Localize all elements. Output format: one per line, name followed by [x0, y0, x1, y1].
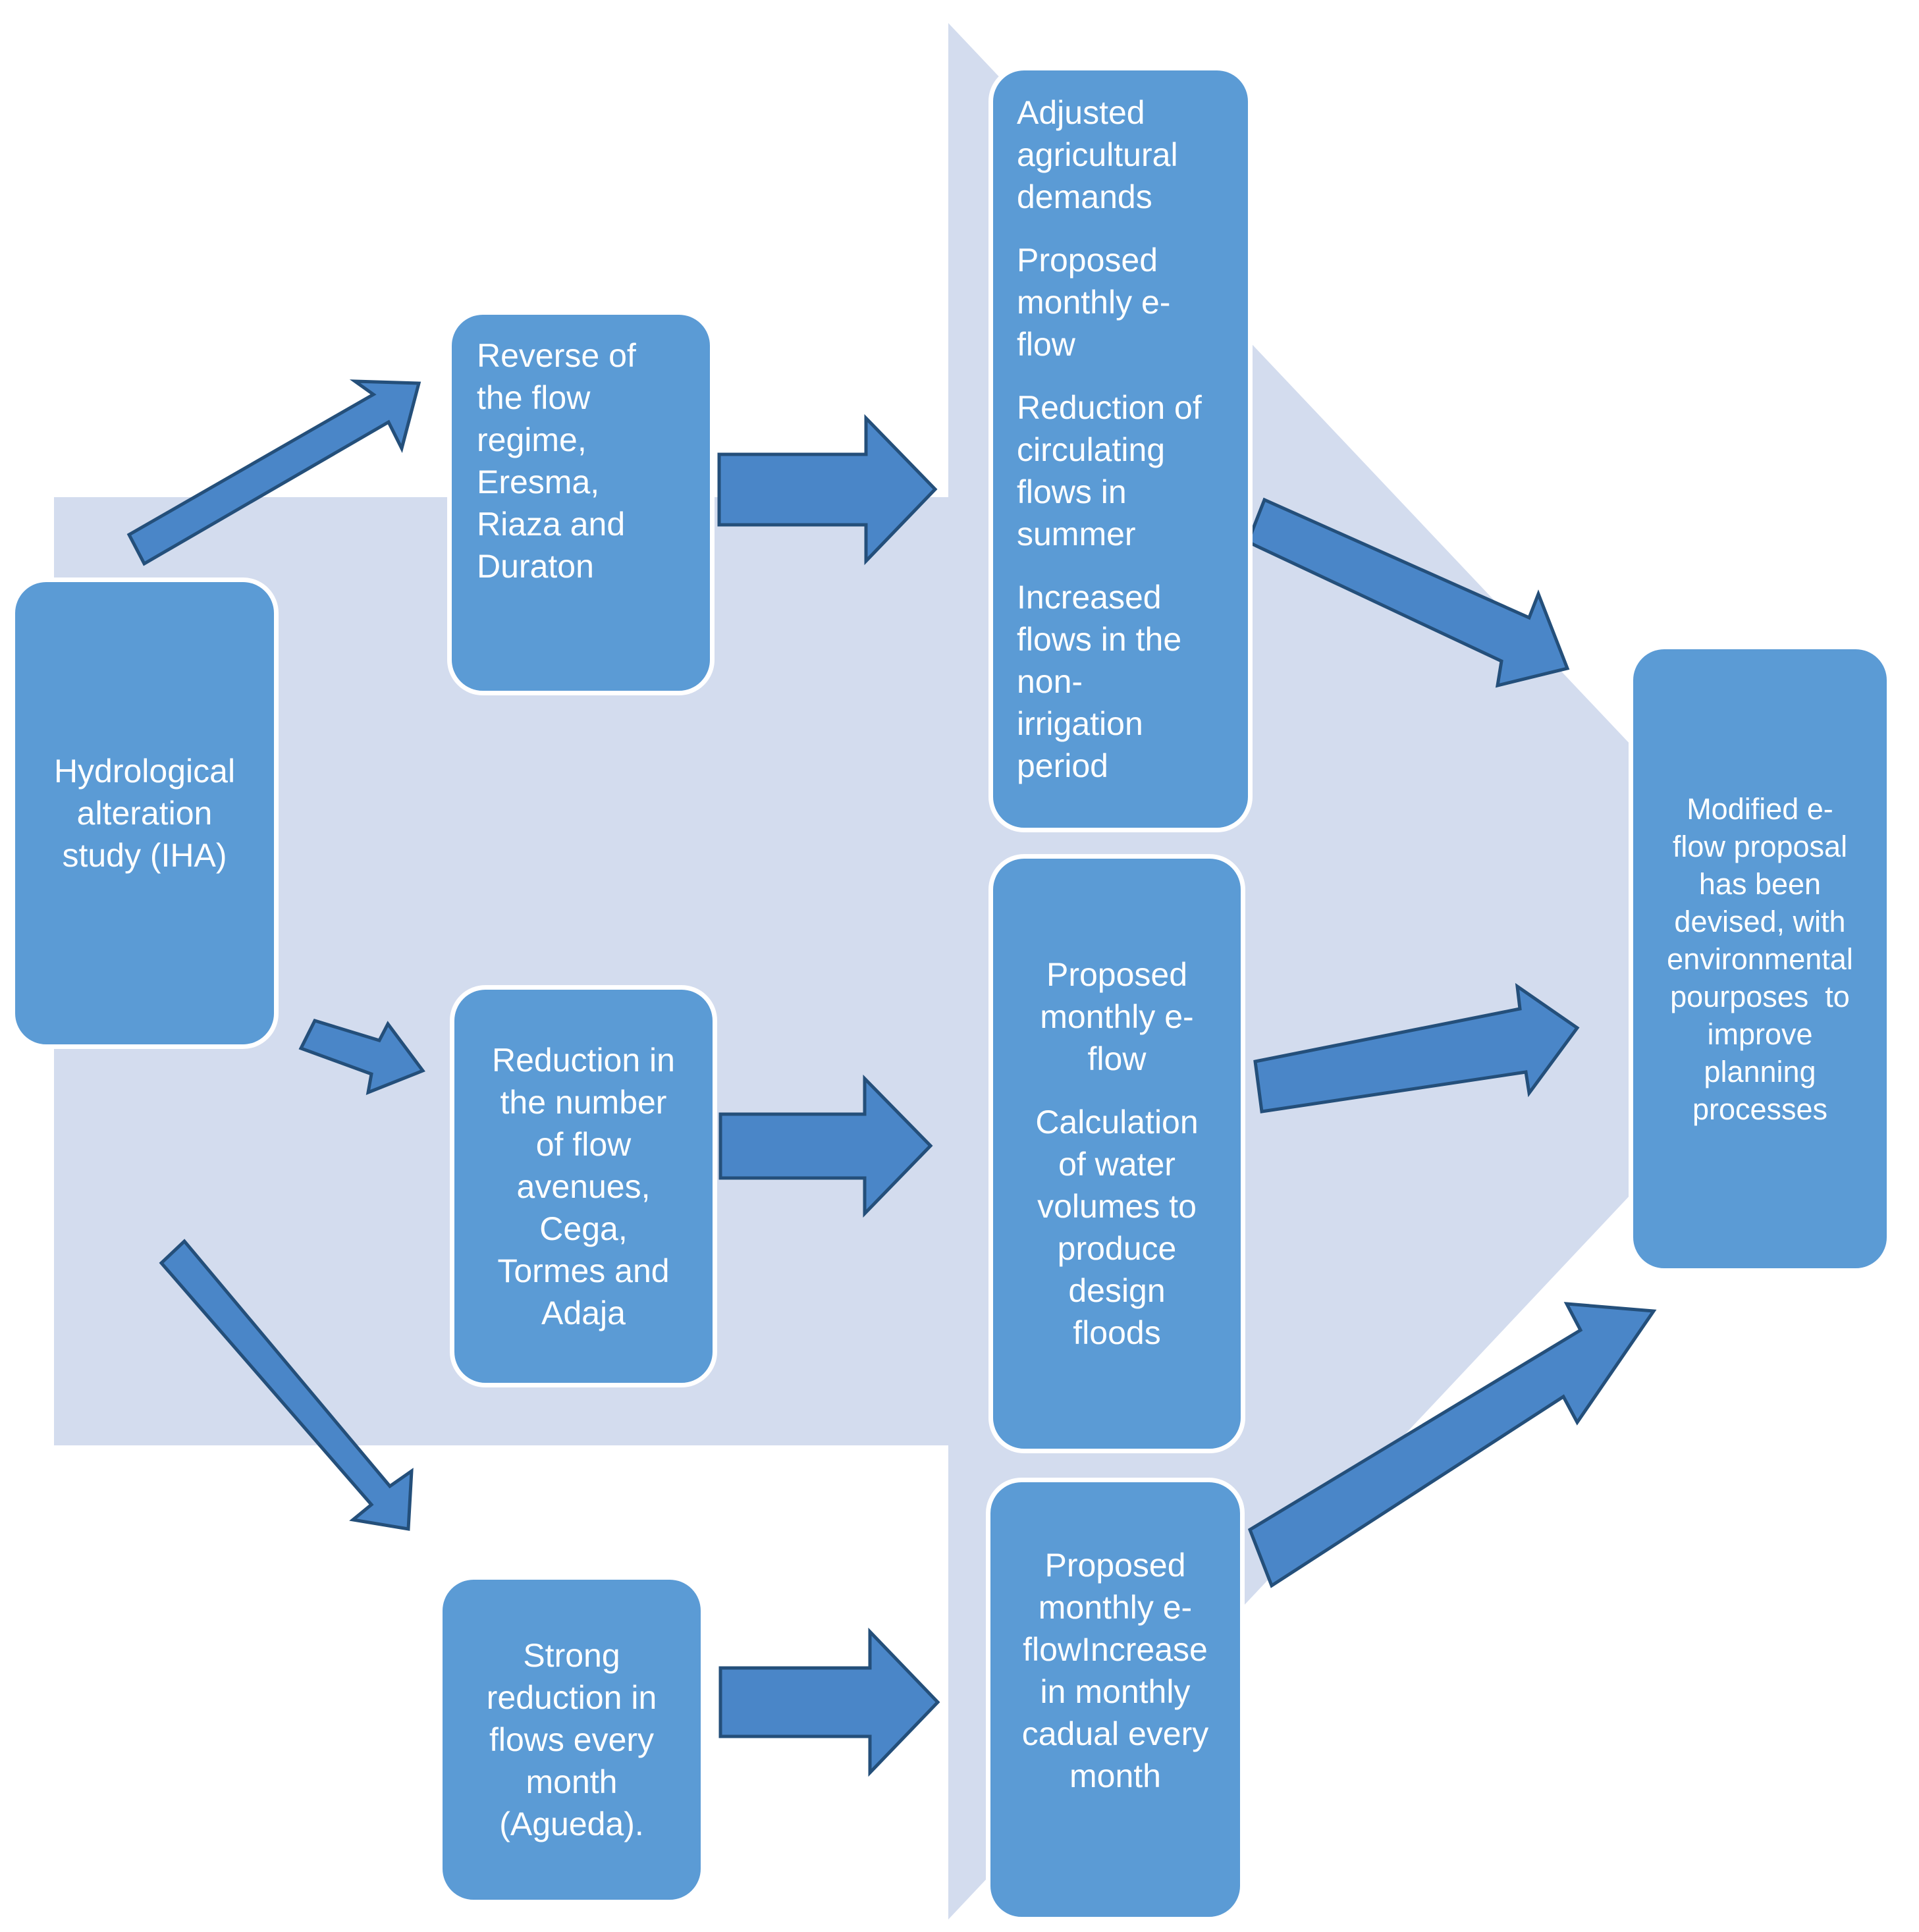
measure-line: Proposed	[1046, 956, 1188, 993]
measure-line: period	[1017, 747, 1108, 784]
modified-eflow-proposal-box: Modified e- flow proposal has been devis…	[1629, 645, 1891, 1273]
measure-line: summer	[1017, 516, 1136, 552]
cause-line: Reduction in	[492, 1041, 675, 1079]
measure-line: cadual every	[1021, 1715, 1209, 1752]
result-line: Modified e-	[1687, 792, 1833, 826]
measure-line: monthly e-	[1038, 1589, 1193, 1626]
arrow-start-to-agueda	[159, 1239, 414, 1531]
cause-line: Eresma,	[477, 464, 600, 500]
cause-line: Adaja	[541, 1294, 626, 1331]
measure-line: agricultural	[1017, 136, 1178, 173]
cause-line: of flow	[535, 1125, 632, 1163]
arrow-measures-bottom-to-result	[1247, 1302, 1657, 1588]
arrow-start-to-flow-avenues	[298, 1018, 425, 1095]
arrow-measures-middle-to-result	[1253, 982, 1580, 1114]
measure-line: in monthly	[1040, 1673, 1191, 1710]
result-line: processes	[1692, 1092, 1828, 1126]
hydrological-alteration-study-box: Hydrological alteration study (IHA)	[11, 577, 279, 1049]
measure-line: flow	[1017, 326, 1075, 363]
measures-box-middle: Proposed monthly e- flow Calculation of …	[988, 854, 1245, 1453]
measure-line: Proposed	[1044, 1547, 1186, 1584]
cause-line: flows every	[489, 1721, 655, 1758]
reverse-flow-regime-box: Reverse of the flow regime, Eresma, Riaz…	[447, 310, 715, 695]
cause-line: month	[526, 1763, 618, 1800]
measure-line: flowIncrease	[1023, 1631, 1208, 1668]
result-line: devised, with	[1674, 904, 1846, 938]
arrow-flow-avenues-to-measures	[718, 1074, 933, 1218]
result-line: pourposes to	[1670, 979, 1850, 1013]
arrow-reverse-flow-to-measures	[717, 414, 938, 566]
measure-line: monthly e-	[1040, 998, 1194, 1035]
measures-box-lower: Proposed monthly e- flowIncrease in mont…	[986, 1478, 1245, 1921]
result-line: environmental	[1667, 942, 1853, 976]
measure-line: volumes to	[1037, 1188, 1197, 1225]
measure-line: Proposed	[1017, 242, 1158, 279]
agueda-flow-reduction-box: Strong reduction in flows every month (A…	[438, 1575, 705, 1904]
measure-line: produce	[1057, 1230, 1177, 1267]
arrow-start-to-reverse-flow	[126, 379, 421, 566]
cause-line: the flow	[477, 379, 591, 416]
measure-line: Increased	[1017, 579, 1162, 616]
measure-line: Calculation	[1035, 1104, 1199, 1140]
cause-line: Cega,	[539, 1210, 628, 1247]
cause-line: Riaza and	[477, 506, 626, 543]
measure-line: circulating	[1017, 431, 1166, 468]
flow-avenues-reduction-box: Reduction in the number of flow avenues,…	[450, 985, 717, 1387]
measure-line: monthly e-	[1017, 284, 1171, 321]
start-line: study (IHA)	[62, 837, 227, 874]
result-line: flow proposal	[1672, 829, 1848, 863]
measure-line: flows in	[1017, 473, 1127, 510]
arrow-agueda-to-measures	[718, 1627, 940, 1777]
measure-line: floods	[1073, 1314, 1161, 1351]
cause-line: (Agueda).	[499, 1806, 644, 1842]
cause-line: Strong	[523, 1637, 620, 1674]
cause-line: Tormes and	[497, 1252, 670, 1289]
cause-line: the number	[500, 1083, 667, 1121]
measure-line: Adjusted	[1017, 94, 1145, 131]
result-line: has been	[1698, 867, 1822, 901]
measure-line: flow	[1087, 1040, 1147, 1077]
cause-line: regime,	[477, 421, 587, 458]
measure-line: month	[1069, 1758, 1161, 1794]
result-line: improve	[1707, 1017, 1813, 1051]
measure-line: flows in the	[1017, 621, 1182, 658]
cause-line: avenues,	[516, 1167, 651, 1205]
measure-line: demands	[1017, 178, 1152, 215]
measure-line: design	[1068, 1272, 1166, 1309]
cause-line: reduction in	[486, 1679, 657, 1716]
start-line: Hydrological	[53, 753, 236, 790]
measures-box-upper: Adjusted agricultural demands Proposed m…	[988, 66, 1253, 832]
arrow-measures-top-to-result	[1245, 497, 1570, 688]
measure-line: of water	[1058, 1146, 1176, 1183]
cause-line: Reverse of	[477, 337, 636, 374]
measure-line: non-	[1017, 663, 1083, 700]
start-line: alteration	[76, 795, 213, 832]
measure-line: irrigation	[1017, 705, 1143, 742]
result-line: planning	[1704, 1054, 1816, 1088]
cause-line: Duraton	[477, 548, 594, 585]
measure-line: Reduction of	[1017, 389, 1202, 426]
